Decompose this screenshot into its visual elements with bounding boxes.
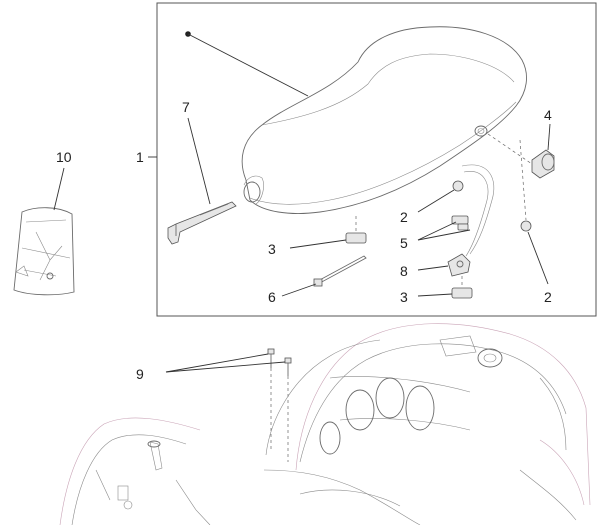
part-8-switch[interactable] (447, 253, 471, 277)
dash-4 (487, 133, 533, 165)
callout-3-upper: 3 (268, 241, 276, 257)
assembly-frame (156, 2, 597, 317)
part-2-spacer-upper[interactable] (452, 180, 464, 192)
leader-3-lower (417, 293, 453, 297)
cable-harness (461, 164, 495, 255)
callout-2-upper: 2 (400, 209, 408, 225)
cable-harness-2 (463, 171, 489, 257)
leader-8 (417, 265, 449, 271)
leader-5a (417, 221, 457, 241)
callout-8: 8 (400, 263, 408, 279)
part-6-cable-tie[interactable] (313, 255, 367, 287)
part-2-spacer-lower[interactable] (520, 220, 532, 232)
part-4-lock-cylinder[interactable] (531, 149, 555, 179)
leader-5b (417, 229, 471, 241)
seat[interactable] (241, 26, 527, 214)
callout-2-lower: 2 (544, 289, 552, 305)
leader-9a (165, 353, 269, 373)
callout-10: 10 (56, 149, 72, 165)
callout-5: 5 (400, 235, 408, 251)
callout-1: 1 (136, 149, 144, 165)
part-10-tool-bag[interactable] (13, 207, 75, 296)
leader-2-lower (527, 231, 549, 285)
leader-7 (187, 117, 211, 205)
leader-4 (547, 123, 551, 151)
leader-6 (281, 283, 317, 297)
part-3-clip-upper[interactable] (345, 232, 367, 244)
leader-10 (53, 167, 65, 211)
part-7-bracket[interactable] (167, 201, 237, 245)
seat-leader (187, 33, 309, 97)
storage-compartment (263, 323, 591, 525)
callout-3-lower: 3 (400, 289, 408, 305)
callout-4: 4 (544, 107, 552, 123)
leader-2-upper (417, 189, 455, 213)
callout-9: 9 (136, 366, 144, 382)
callout-7: 7 (182, 99, 190, 115)
part-3-clip-lower[interactable] (451, 287, 473, 299)
body-panel-fragment (59, 417, 211, 525)
leader-9b (165, 361, 286, 373)
part-9-screws[interactable] (267, 348, 292, 376)
dash-2-lower (519, 139, 527, 221)
leader-3-upper (289, 239, 347, 249)
callout-6: 6 (268, 289, 276, 305)
